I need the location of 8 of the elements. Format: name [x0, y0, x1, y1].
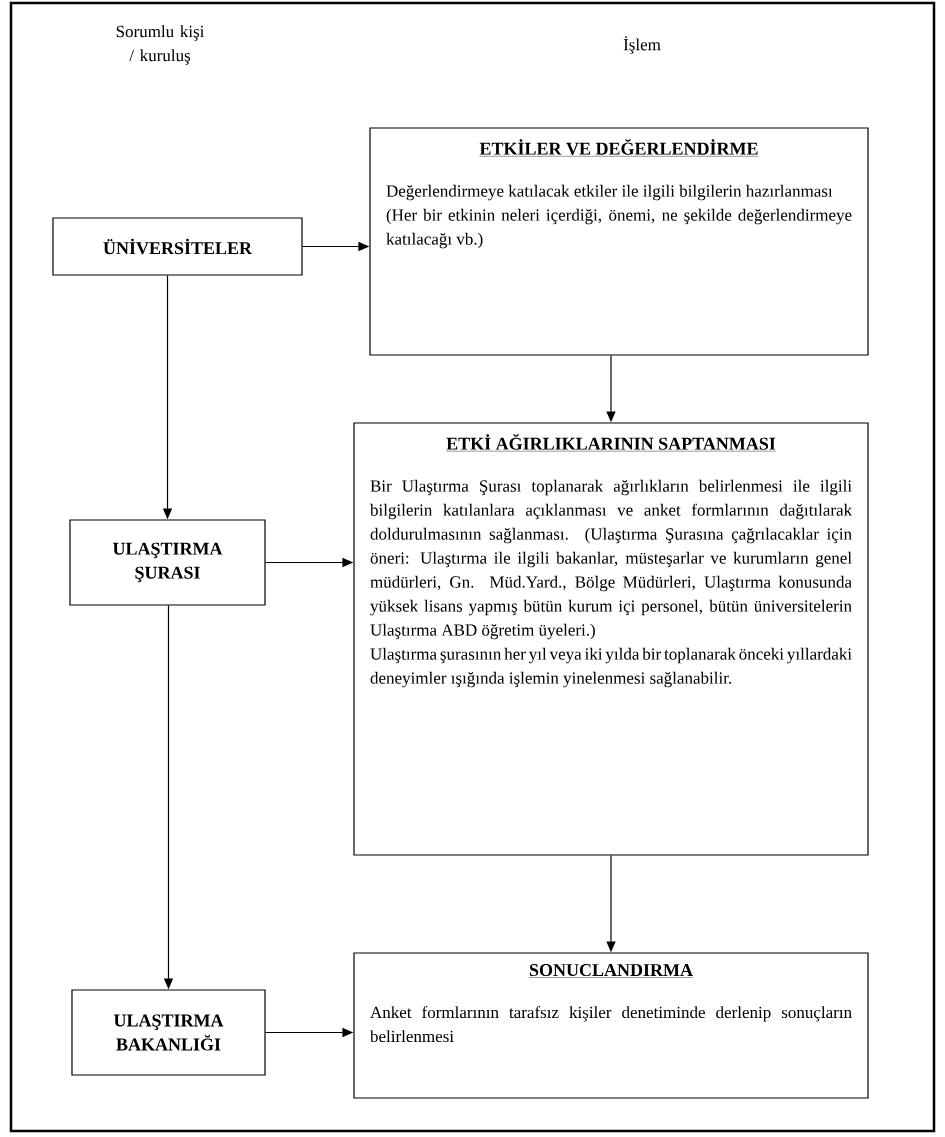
process-box: ETKİLER VE DEĞERLENDİRME Değerlendirmeye katılacak etkiler ile ilgili bilgilerin hazırlanması (Her bir etkinin neleri içerdiği, önemi, ne şekilde değerlendirmeye katılacağı vb.) [369, 127, 869, 356]
column-heading: İşlem [623, 36, 661, 54]
column-heading: Sorumlu kişi / kuruluş [116, 25, 205, 65]
process-box: ETKİ AĞIRLIKLARININ SAPTANMASI Bir Ulaştırma Şurası toplanarak ağırlıkların belirlenmesi ile ilgili bilgilerin katılanlara açıklanması ve anket formlarının dağıtılarak doldurulmasının sağlanması. (Ulaştırma Şurasına çağrılacaklar için öneri: Ulaştırma ile ilgili bakanlar, müsteşarlar ve kurumların genel müdürleri, Gn. Müd.Yard., Bölge Müdürleri, Ulaştırma konusunda yüksek lisans yapmış bütün kurum içi personel, bütün üniversitelerin Ulaştırma ABD öğretim üyeleri.) Ulaştırma şurasının her yıl veya iki yılda bir toplanarak önceki yıllardaki deneyimler ışığında işlemin yinelenmesi sağlanabilir. [353, 422, 869, 856]
actor-box: ULAŞTIRMA BAKANLIĞI [71, 989, 266, 1076]
actor-box: ÜNİVERSİTELER [52, 217, 303, 276]
actor-box: ULAŞTIRMA ŞURASI [69, 519, 266, 606]
process-box: SONUCLANDIRMA Anket formlarının tarafsız kişiler denetiminde derlenip sonuçların belirlenmesi [353, 952, 869, 1099]
